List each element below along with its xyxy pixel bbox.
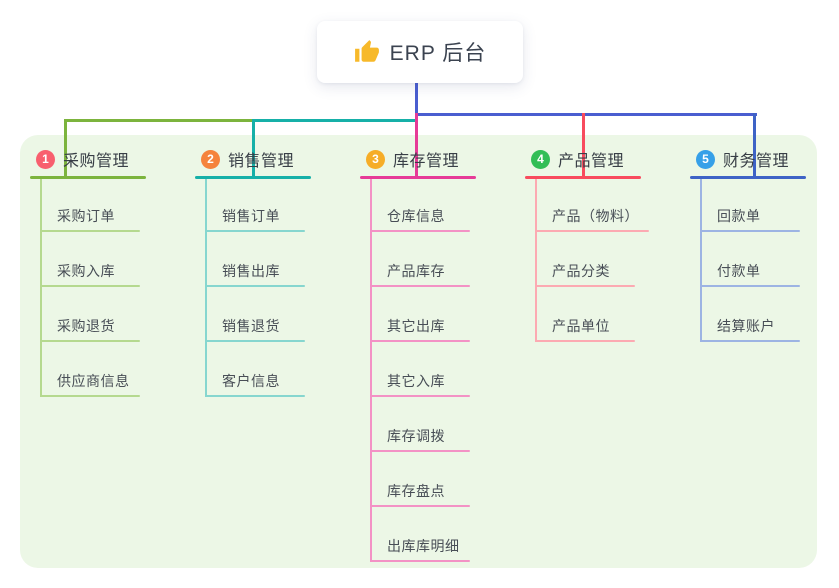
branch-number-badge: 5 (696, 149, 715, 169)
child-underline (370, 230, 470, 232)
child-underline (370, 560, 470, 562)
branch-label: 库存管理 (393, 153, 460, 170)
child-node[interactable]: 库存调拨 (387, 428, 445, 444)
child-underline (40, 230, 140, 232)
child-node[interactable]: 采购退货 (57, 318, 115, 334)
child-node[interactable]: 销售退货 (222, 318, 280, 334)
child-node[interactable]: 付款单 (717, 263, 761, 279)
child-node[interactable]: 库存盘点 (387, 483, 445, 499)
branch-label: 产品管理 (558, 153, 625, 170)
branch-underline (195, 176, 311, 179)
child-node[interactable]: 回款单 (717, 208, 761, 224)
branches-panel (20, 135, 817, 568)
child-underline (700, 230, 800, 232)
child-underline (535, 285, 635, 287)
branch-label: 财务管理 (723, 153, 790, 170)
connector-trunk-right (415, 113, 757, 116)
child-node[interactable]: 出库库明细 (387, 538, 460, 554)
connector-children-vertical (205, 179, 207, 397)
child-node[interactable]: 客户信息 (222, 373, 280, 389)
connector-branch-drop (252, 119, 255, 179)
child-node[interactable]: 销售出库 (222, 263, 280, 279)
branch-node[interactable]: 4 产品管理 (531, 148, 624, 170)
child-underline (40, 395, 140, 397)
child-underline (370, 395, 470, 397)
connector-trunk-left (64, 119, 255, 122)
branch-underline (690, 176, 806, 179)
child-underline (40, 285, 140, 287)
child-underline (205, 395, 305, 397)
child-underline (535, 230, 649, 232)
child-node[interactable]: 产品单位 (552, 318, 610, 334)
root-node[interactable]: ERP 后台 (317, 21, 523, 83)
child-underline (370, 505, 470, 507)
branch-node[interactable]: 3 库存管理 (366, 148, 459, 170)
child-underline (40, 340, 140, 342)
root-title: ERP 后台 (389, 42, 487, 65)
child-node[interactable]: 销售订单 (222, 208, 280, 224)
child-underline (700, 340, 800, 342)
child-underline (370, 340, 470, 342)
child-node[interactable]: 产品（物料） (552, 208, 639, 224)
child-underline (205, 230, 305, 232)
connector-children-vertical (370, 179, 372, 562)
connector-children-vertical (700, 179, 702, 342)
child-underline (205, 340, 305, 342)
thumbs-up-icon (354, 40, 379, 62)
child-underline (370, 450, 470, 452)
child-node[interactable]: 采购订单 (57, 208, 115, 224)
child-node[interactable]: 产品分类 (552, 263, 610, 279)
child-node[interactable]: 产品库存 (387, 263, 445, 279)
child-underline (205, 285, 305, 287)
branch-number-badge: 4 (531, 149, 550, 169)
child-node[interactable]: 采购入库 (57, 263, 115, 279)
connector-root-vertical (415, 83, 418, 116)
branch-node[interactable]: 1 采购管理 (36, 148, 129, 170)
branch-underline (30, 176, 146, 179)
child-node[interactable]: 其它出库 (387, 318, 445, 334)
child-node[interactable]: 供应商信息 (57, 373, 130, 389)
connector-branch-drop (64, 119, 67, 179)
child-node[interactable]: 结算账户 (717, 318, 775, 334)
child-node[interactable]: 仓库信息 (387, 208, 445, 224)
branch-underline (360, 176, 476, 179)
connector-branch-drop (582, 113, 585, 179)
child-node[interactable]: 其它入库 (387, 373, 445, 389)
branch-label: 采购管理 (63, 153, 130, 170)
branch-underline (525, 176, 641, 179)
branch-number-badge: 3 (366, 149, 385, 169)
connector-trunk-mid (252, 119, 418, 122)
branch-label: 销售管理 (228, 153, 295, 170)
branch-node[interactable]: 2 销售管理 (201, 148, 294, 170)
branch-number-badge: 2 (201, 149, 220, 169)
connector-branch-drop (753, 113, 756, 179)
connector-children-vertical (535, 179, 537, 342)
branch-node[interactable]: 5 财务管理 (696, 148, 789, 170)
child-underline (535, 340, 635, 342)
child-underline (700, 285, 800, 287)
connector-branch-drop (415, 113, 418, 179)
branch-number-badge: 1 (36, 149, 55, 169)
child-underline (370, 285, 470, 287)
connector-children-vertical (40, 179, 42, 397)
